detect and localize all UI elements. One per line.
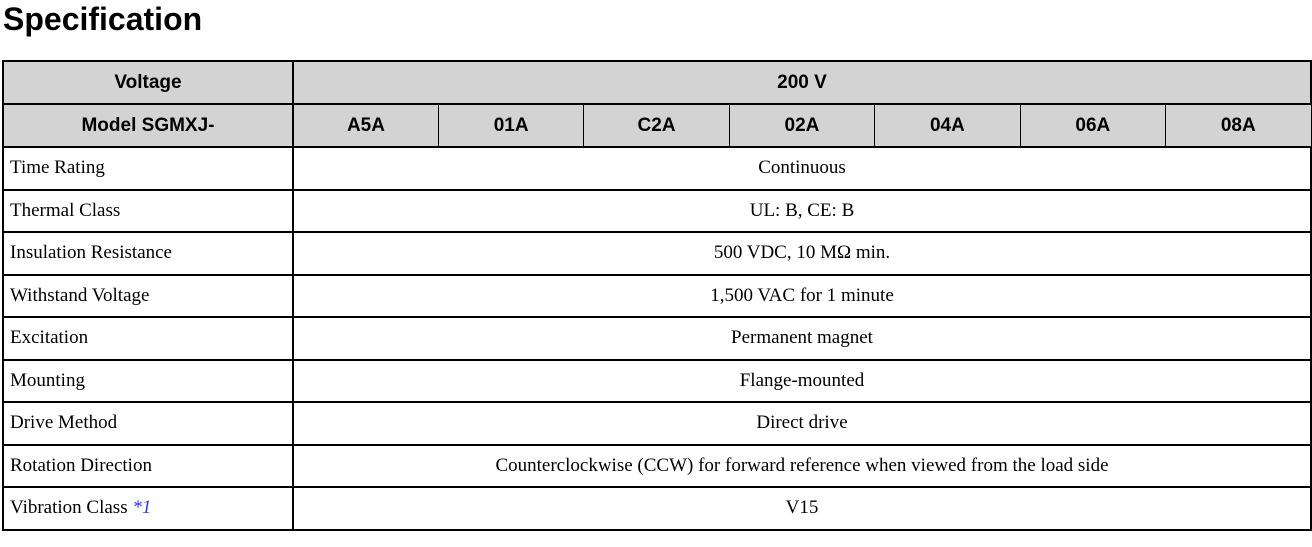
voltage-header-row: Voltage 200 V (2, 60, 1312, 105)
model-header-row: Model SGMXJ- A5A 01A C2A 02A 04A 06A 08A (2, 103, 1312, 148)
specification-table: Voltage 200 V Model SGMXJ- A5A 01A C2A 0… (2, 60, 1312, 531)
row-label: Time Rating (2, 146, 294, 191)
table-row: Rotation Direction Counterclockwise (CCW… (2, 443, 1312, 488)
row-value: V15 (292, 486, 1312, 531)
row-label: Mounting (2, 358, 294, 403)
row-label: Drive Method (2, 401, 294, 446)
page-title: Specification (3, 1, 203, 37)
model-column-header: 02A (728, 103, 876, 148)
table-row: Time Rating Continuous (2, 146, 1312, 191)
model-column-header: 08A (1165, 103, 1312, 148)
model-column-header: A5A (292, 103, 439, 148)
row-value: Flange-mounted (292, 358, 1312, 403)
row-value: Counterclockwise (CCW) for forward refer… (292, 443, 1312, 488)
row-label: Vibration Class (10, 497, 128, 519)
voltage-label: Voltage (2, 60, 294, 105)
row-value: Permanent magnet (292, 316, 1312, 361)
table-row: Thermal Class UL: B, CE: B (2, 188, 1312, 233)
table-row: Excitation Permanent magnet (2, 316, 1312, 361)
model-label: Model SGMXJ- (2, 103, 294, 148)
row-label: Excitation (2, 316, 294, 361)
row-label: Withstand Voltage (2, 273, 294, 318)
table-row: Mounting Flange-mounted (2, 358, 1312, 403)
model-column-header: 04A (874, 103, 1021, 148)
footnote-link[interactable]: *1 (132, 497, 152, 519)
model-column-header: 06A (1019, 103, 1167, 148)
row-label: Rotation Direction (2, 443, 294, 488)
row-value: 1,500 VAC for 1 minute (292, 273, 1312, 318)
row-value: 500 VDC, 10 MΩ min. (292, 231, 1312, 276)
model-column-header: C2A (583, 103, 730, 148)
row-label: Thermal Class (2, 188, 294, 233)
row-label-cell: Vibration Class *1 (2, 486, 294, 531)
table-row: Insulation Resistance 500 VDC, 10 MΩ min… (2, 231, 1312, 276)
table-row: Drive Method Direct drive (2, 401, 1312, 446)
row-value: UL: B, CE: B (292, 188, 1312, 233)
row-value: Direct drive (292, 401, 1312, 446)
table-row: Withstand Voltage 1,500 VAC for 1 minute (2, 273, 1312, 318)
model-column-header: 01A (437, 103, 585, 148)
row-label: Insulation Resistance (2, 231, 294, 276)
table-row: Vibration Class *1 V15 (2, 486, 1312, 531)
row-value: Continuous (292, 146, 1312, 191)
voltage-value: 200 V (292, 60, 1312, 105)
